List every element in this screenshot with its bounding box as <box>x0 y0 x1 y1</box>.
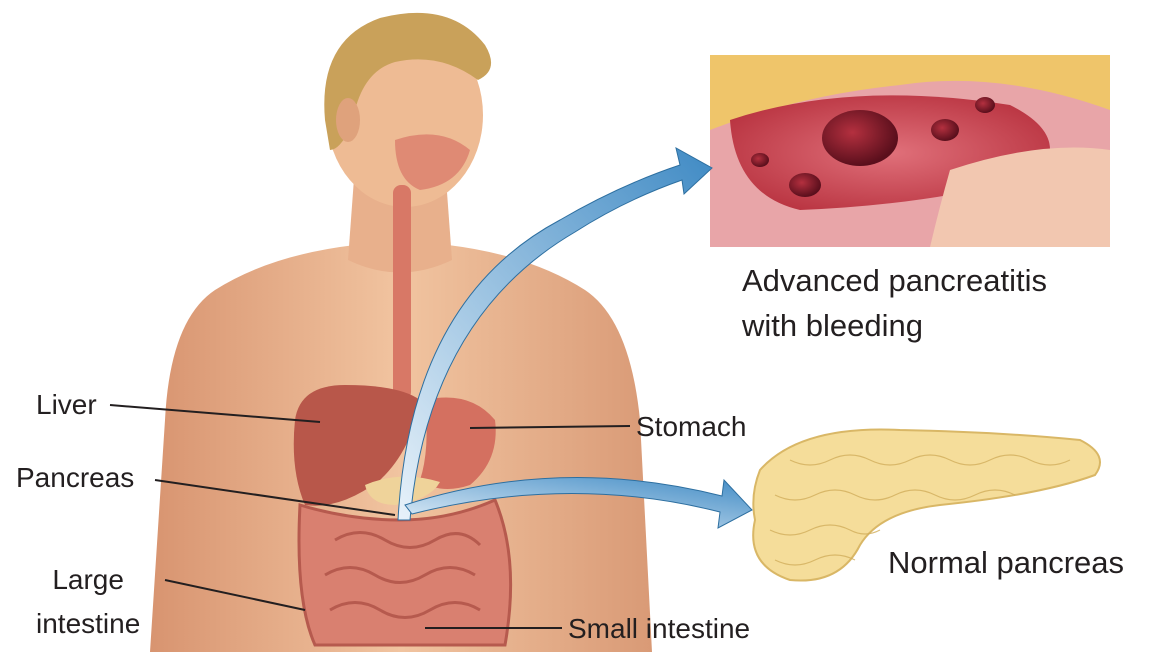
large-intestine-label: Large intestine <box>36 558 140 646</box>
ear <box>336 98 360 142</box>
esophagus <box>393 185 411 400</box>
blood-clot-large <box>822 110 898 166</box>
blood-clot-3 <box>931 119 959 141</box>
blood-clot-4 <box>751 153 769 167</box>
blood-clot-2 <box>789 173 821 197</box>
small-intestine-label: Small intestine <box>568 612 750 646</box>
advanced-pancreatitis-caption: Advanced pancreatitis with bleeding <box>742 258 1047 348</box>
pancreas-label: Pancreas <box>16 461 134 495</box>
inflamed-pancreas-photo <box>710 55 1110 247</box>
intestines <box>299 500 511 645</box>
body-illustration <box>150 13 652 652</box>
normal-pancreas-caption: Normal pancreas <box>888 540 1124 585</box>
blood-clot-5 <box>975 97 995 113</box>
stomach-label: Stomach <box>636 410 747 444</box>
liver-label: Liver <box>36 388 97 422</box>
